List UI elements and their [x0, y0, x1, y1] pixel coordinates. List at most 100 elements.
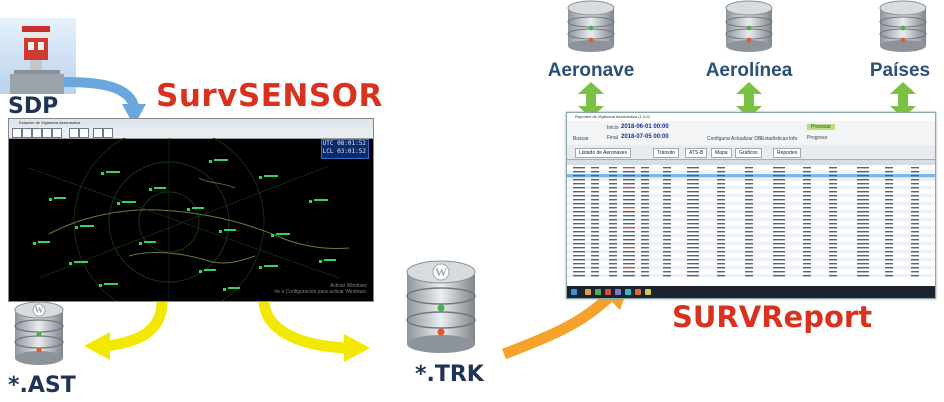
- toolbar-button[interactable]: [42, 128, 52, 138]
- table-cell: [803, 187, 811, 189]
- table-cell: [885, 275, 893, 277]
- table-cell: [591, 267, 599, 269]
- table-cell: [687, 171, 699, 173]
- table-cell: [745, 239, 753, 241]
- tab-listado-aeronaves[interactable]: Listado de Aeronaves: [575, 148, 632, 158]
- table-cell: [609, 243, 617, 245]
- table-cell: [573, 227, 585, 229]
- tab-transito[interactable]: Tránsito: [653, 148, 679, 158]
- table-cell: [623, 251, 635, 253]
- table-cell: [609, 267, 617, 269]
- table-cell: [641, 171, 649, 173]
- table-cell: [641, 247, 649, 249]
- table-cell: [717, 179, 725, 181]
- toolbar-configurar[interactable]: Configurar: [707, 136, 731, 142]
- to-date-field[interactable]: 2018-07-05 00:00: [621, 134, 669, 140]
- table-cell: [885, 215, 893, 217]
- table-cell: [773, 211, 785, 213]
- tab-reportes[interactable]: Reportes: [773, 148, 802, 158]
- taskbar-app-icon[interactable]: [625, 289, 631, 295]
- table-cell: [623, 179, 635, 181]
- table-cell: [803, 227, 811, 229]
- aerolinea-double-arrow: [736, 82, 762, 118]
- table-cell: [663, 223, 671, 225]
- table-cell: [911, 251, 919, 253]
- tab-ats-b[interactable]: ATS-B: [685, 148, 708, 158]
- table-cell: [641, 199, 649, 201]
- table-cell: [641, 179, 649, 181]
- table-cell: [623, 231, 635, 233]
- table-cell: [829, 175, 837, 177]
- table-cell: [717, 271, 725, 273]
- table-cell: [829, 239, 837, 241]
- table-cell: [773, 203, 785, 205]
- toolbar-estadisticas[interactable]: Estadísticas: [761, 136, 788, 142]
- sdp-antenna-icon: [0, 18, 76, 94]
- from-date-field[interactable]: 2018-06-01 00:00: [621, 124, 669, 130]
- tab-graficos[interactable]: Gráficos: [735, 148, 762, 158]
- table-cell: [717, 239, 725, 241]
- table-cell: [609, 275, 617, 277]
- toolbar-button[interactable]: [32, 128, 42, 138]
- toolbar-button[interactable]: [12, 128, 22, 138]
- to-label: Final: [607, 135, 618, 141]
- report-data-grid: [567, 160, 935, 277]
- toolbar-info[interactable]: Info: [789, 136, 798, 142]
- aeronave-database-icon: [564, 0, 618, 54]
- table-cell: [829, 199, 837, 201]
- taskbar-app-icon[interactable]: [615, 289, 621, 295]
- table-cell: [773, 259, 785, 261]
- start-icon[interactable]: [571, 289, 577, 295]
- table-cell: [573, 195, 585, 197]
- taskbar-app-icon[interactable]: [635, 289, 641, 295]
- taskbar-app-icon[interactable]: [605, 289, 611, 295]
- table-cell: [717, 267, 725, 269]
- toolbar-button[interactable]: [103, 128, 113, 138]
- toolbar-button[interactable]: [79, 128, 89, 138]
- toolbar-button[interactable]: [69, 128, 79, 138]
- toolbar-actualizar-db[interactable]: Actualizar DB: [731, 136, 762, 142]
- report-tabs: Listado de Aeronaves Tránsito ATS-B Mapa…: [567, 145, 935, 160]
- table-cell: [857, 219, 869, 221]
- toolbar-button[interactable]: [22, 128, 32, 138]
- toolbar-buscar[interactable]: Buscar: [573, 136, 589, 142]
- table-cell: [829, 219, 837, 221]
- table-cell: [687, 207, 699, 209]
- table-cell: [591, 255, 599, 257]
- table-cell: [609, 167, 617, 169]
- toolbar-button[interactable]: [52, 128, 62, 138]
- table-cell: [885, 199, 893, 201]
- taskbar-app-icon[interactable]: [645, 289, 651, 295]
- table-cell: [829, 247, 837, 249]
- table-cell: [885, 187, 893, 189]
- table-cell: [641, 271, 649, 273]
- table-cell: [663, 263, 671, 265]
- table-cell: [641, 183, 649, 185]
- table-cell: [591, 207, 599, 209]
- table-cell: [687, 231, 699, 233]
- table-cell: [623, 195, 635, 197]
- table-cell: [609, 187, 617, 189]
- table-cell: [641, 255, 649, 257]
- table-cell: [911, 167, 919, 169]
- survreport-title: SURVReport: [672, 300, 873, 334]
- table-cell: [623, 235, 635, 237]
- table-cell: [623, 223, 635, 225]
- table-cell: [745, 203, 753, 205]
- table-cell: [911, 275, 919, 277]
- table-cell: [885, 259, 893, 261]
- taskbar-app-icon[interactable]: [595, 289, 601, 295]
- table-cell: [609, 227, 617, 229]
- table-cell: [663, 271, 671, 273]
- toolbar-procesar[interactable]: Procesar: [807, 124, 836, 130]
- toolbar-button[interactable]: [93, 128, 103, 138]
- table-cell: [641, 223, 649, 225]
- table-cell: [641, 191, 649, 193]
- table-cell: [623, 255, 635, 257]
- table-cell: [911, 215, 919, 217]
- table-cell: [573, 267, 585, 269]
- tab-mapa[interactable]: Mapa: [711, 148, 732, 158]
- table-cell: [773, 275, 785, 277]
- taskbar-app-icon[interactable]: [585, 289, 591, 295]
- table-cell: [885, 271, 893, 273]
